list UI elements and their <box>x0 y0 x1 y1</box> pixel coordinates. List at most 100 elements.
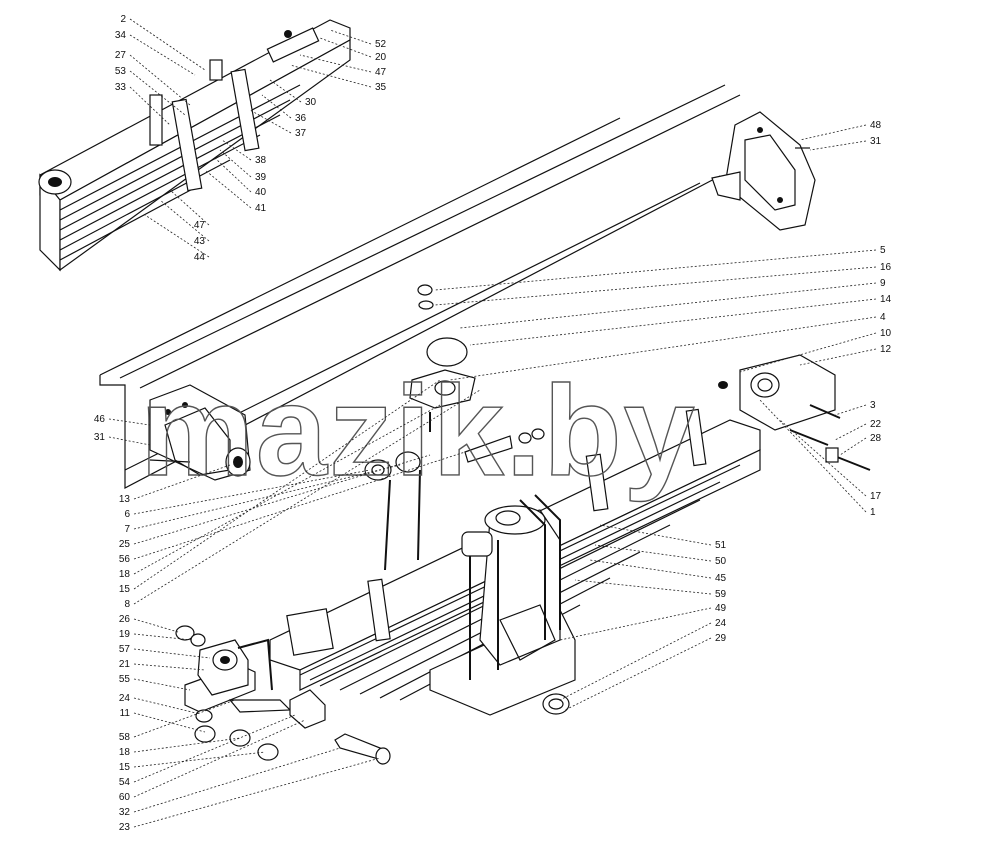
callout-leader-right-24 <box>759 399 867 513</box>
callout-leader-right-11 <box>799 124 867 141</box>
callout-leader-left-20 <box>133 648 211 659</box>
callout-label-right-5: 36 <box>295 113 307 124</box>
callout-leader-left-27 <box>133 751 266 768</box>
callout-leader-right-21 <box>834 423 867 441</box>
callout-label-right-12: 31 <box>870 136 882 147</box>
callout-label-right-13: 5 <box>880 245 886 256</box>
callout-leader-left-7 <box>144 214 210 258</box>
callout-leader-left-31 <box>133 757 381 828</box>
front-hanger-bracket <box>149 384 251 481</box>
callout-label-right-7: 38 <box>255 155 267 166</box>
callout-label-right-11: 48 <box>870 120 882 131</box>
callout-label-right-31: 29 <box>715 633 727 644</box>
callout-label-right-15: 9 <box>880 278 886 289</box>
callout-label-right-26: 50 <box>715 556 727 567</box>
callout-label-left-28: 54 <box>119 777 131 788</box>
callout-leader-left-5 <box>169 189 210 226</box>
rear-bracket <box>711 111 816 231</box>
callout-leader-left-21 <box>133 663 206 671</box>
callout-label-right-29: 49 <box>715 603 727 614</box>
callout-leader-right-12 <box>809 140 867 151</box>
callout-label-right-27: 45 <box>715 573 727 584</box>
callout-leader-left-22 <box>133 678 191 691</box>
callout-label-left-15: 18 <box>119 569 131 580</box>
callout-label-left-23: 24 <box>119 693 131 704</box>
callout-label-left-24: 11 <box>120 708 131 719</box>
callout-leader-right-8 <box>219 149 252 178</box>
rear-slipper-bracket <box>718 354 871 471</box>
callout-label-left-25: 58 <box>119 732 131 743</box>
callout-leader-left-18 <box>133 618 179 633</box>
callout-leader-right-7 <box>221 139 252 161</box>
callout-leader-right-27 <box>589 559 712 579</box>
callout-label-left-1: 34 <box>115 30 127 41</box>
callout-leader-left-26 <box>133 737 241 753</box>
callout-leader-left-0 <box>129 18 206 71</box>
callout-leader-left-11 <box>133 469 371 515</box>
callout-label-left-21: 21 <box>119 659 131 670</box>
callout-leader-right-19 <box>799 348 877 366</box>
upper-spring-pack <box>38 19 351 272</box>
callout-leader-left-2 <box>129 54 191 106</box>
callout-leader-right-14 <box>434 266 877 306</box>
callout-label-right-0: 52 <box>375 39 387 50</box>
callout-label-right-22: 28 <box>870 433 882 444</box>
callout-label-right-4: 30 <box>305 97 317 108</box>
callout-leader-right-25 <box>599 524 712 546</box>
callout-label-right-9: 40 <box>255 187 267 198</box>
callout-leader-right-15 <box>459 282 877 329</box>
callout-leader-left-8 <box>108 418 151 426</box>
callout-label-left-3: 53 <box>115 66 127 77</box>
callout-leader-right-28 <box>574 579 712 595</box>
callout-label-left-16: 15 <box>119 584 131 595</box>
front-shackle-assembly <box>175 625 391 765</box>
callout-label-right-25: 51 <box>715 540 727 551</box>
callout-label-left-2: 27 <box>115 50 127 61</box>
callout-label-left-26: 18 <box>119 747 131 758</box>
callout-leader-right-22 <box>839 437 867 456</box>
callout-label-left-31: 23 <box>119 822 131 833</box>
callout-label-right-2: 47 <box>375 67 387 78</box>
callout-label-right-8: 39 <box>255 172 267 183</box>
callout-leader-right-18 <box>739 332 877 373</box>
callout-leader-left-29 <box>133 719 306 798</box>
callout-leader-left-23 <box>133 697 201 715</box>
callout-label-right-17: 4 <box>880 312 886 323</box>
callout-label-left-12: 7 <box>124 524 130 535</box>
callout-label-right-3: 35 <box>375 82 387 93</box>
callout-leader-left-25 <box>133 699 236 738</box>
callout-label-right-1: 20 <box>375 52 387 63</box>
callout-leader-left-19 <box>133 633 193 641</box>
callout-label-right-20: 3 <box>870 400 876 411</box>
callout-leader-left-12 <box>133 464 401 530</box>
callout-leader-right-2 <box>299 54 372 73</box>
callout-label-left-8: 46 <box>94 414 106 425</box>
callout-leader-right-3 <box>289 64 372 88</box>
callout-leader-right-23 <box>779 419 867 497</box>
callout-label-right-24: 1 <box>870 507 876 518</box>
callout-label-left-19: 19 <box>119 629 131 640</box>
callout-leader-left-13 <box>133 454 431 545</box>
callout-label-left-22: 55 <box>119 674 131 685</box>
callout-leader-right-26 <box>594 544 712 562</box>
callout-label-left-29: 60 <box>119 792 131 803</box>
callout-leader-right-16 <box>469 298 877 346</box>
watermark-text: mazik.by <box>140 360 697 503</box>
callout-label-left-6: 43 <box>194 236 206 247</box>
callout-label-left-5: 47 <box>194 220 206 231</box>
callout-leader-right-1 <box>319 37 372 58</box>
callout-leader-left-10 <box>133 464 231 500</box>
callout-label-left-14: 56 <box>119 554 131 565</box>
callout-label-right-21: 22 <box>870 419 882 430</box>
callout-leader-right-9 <box>214 157 252 193</box>
callout-label-right-14: 16 <box>880 262 892 273</box>
callout-leader-left-30 <box>133 747 341 813</box>
callout-leader-left-9 <box>108 436 151 446</box>
callout-leader-right-29 <box>559 607 712 641</box>
callout-label-right-10: 41 <box>255 203 267 214</box>
callout-label-right-16: 14 <box>880 294 892 305</box>
callout-label-right-30: 24 <box>715 618 727 629</box>
callout-label-left-9: 31 <box>94 432 106 443</box>
callout-leader-right-20 <box>834 404 867 416</box>
buffer-and-fasteners <box>364 284 545 571</box>
